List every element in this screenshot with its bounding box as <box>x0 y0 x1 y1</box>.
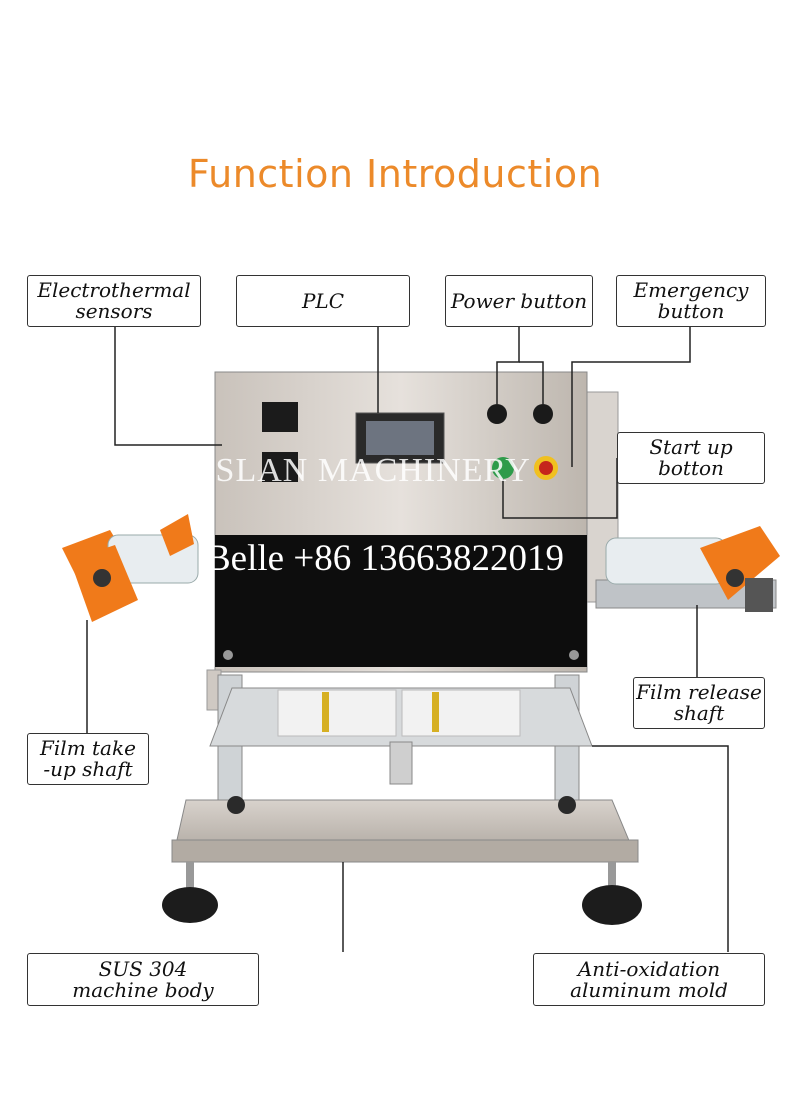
tray-left <box>277 689 397 737</box>
watermark: ASLAN MACHINERY <box>190 452 531 489</box>
leader-lines <box>86 326 729 952</box>
label-start-up-button: Start up botton <box>617 432 765 484</box>
mold-tray <box>209 687 593 747</box>
label-plc: PLC <box>236 275 410 327</box>
label-sus304-body: SUS 304 machine body <box>27 953 259 1006</box>
phone-banner: Belle +86 13663822019 <box>206 538 564 579</box>
foot-left <box>162 887 218 923</box>
plc-display <box>366 421 434 455</box>
start-button-visual <box>492 457 514 479</box>
tray-right <box>401 689 521 737</box>
front-plate <box>215 535 587 667</box>
temp-controller-2 <box>262 452 298 482</box>
label-film-takeup-shaft: Film take -up shaft <box>27 733 149 785</box>
label-power-button: Power button <box>445 275 593 327</box>
label-film-release-shaft: Film release shaft <box>633 677 765 729</box>
label-emergency-button: Emergency button <box>616 275 766 327</box>
page-title: Function Introduction <box>187 152 603 196</box>
power-knob-1 <box>487 404 507 424</box>
label-electrothermal-sensors: Electrothermal sensors <box>27 275 201 327</box>
power-knob-2 <box>533 404 553 424</box>
emergency-stop <box>539 461 553 475</box>
release-flange <box>700 526 780 600</box>
label-anti-oxidation-mold: Anti-oxidation aluminum mold <box>533 953 765 1006</box>
temp-controller-1 <box>262 402 298 432</box>
foot-right <box>582 885 642 925</box>
